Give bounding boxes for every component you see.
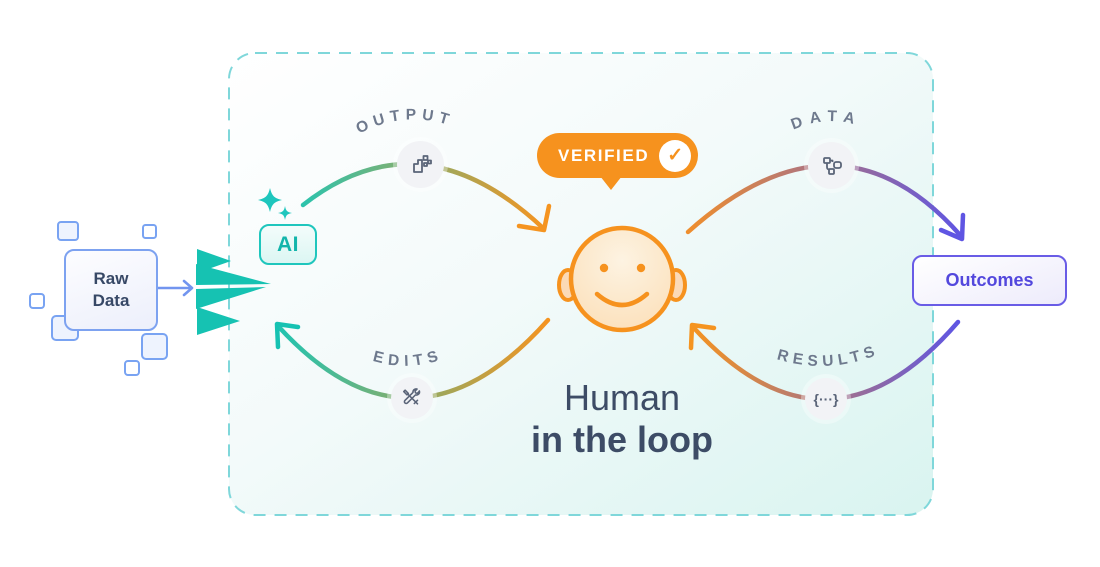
- raw-data-label-line1: Raw: [93, 268, 129, 288]
- code-braces-icon: {···}: [813, 391, 839, 407]
- ai-badge-label: AI: [277, 232, 299, 256]
- pixel-blocks-icon: [412, 154, 432, 173]
- edits-flow-label: EDITS: [371, 346, 445, 370]
- wrench-screwdriver-icon: [402, 388, 421, 405]
- deco-square: [29, 293, 45, 309]
- raw-data-arrow-icon: [156, 279, 194, 297]
- verified-label: VERIFIED: [558, 145, 650, 165]
- data-arrowhead-icon: [938, 212, 966, 242]
- title-line1: Human: [563, 377, 681, 418]
- output-arrowhead-icon: [516, 203, 552, 233]
- raw-data-node: Raw Data: [64, 249, 158, 331]
- deco-square: [142, 224, 157, 239]
- deco-square: [124, 360, 140, 376]
- verified-badge: VERIFIED ✓: [537, 133, 699, 190]
- diagram-title: Human in the loop: [502, 377, 742, 462]
- raw-data-label-line2: Data: [92, 291, 130, 310]
- edits-arrowhead-icon: [274, 321, 301, 350]
- title-line2: in the loop: [531, 419, 713, 461]
- check-circle-icon: ✓: [659, 139, 692, 172]
- badge-pointer: [600, 176, 622, 190]
- outcomes-node: Outcomes: [912, 255, 1067, 306]
- results-icon-circle: {···}: [805, 378, 847, 420]
- diagram-nodes-icon: [822, 156, 842, 175]
- ingest-triangles-icon: [196, 249, 271, 335]
- deco-square: [141, 333, 168, 360]
- deco-square: [57, 221, 79, 241]
- data-icon-circle: [808, 142, 855, 189]
- ai-badge: AI: [259, 224, 317, 265]
- output-icon-circle: [397, 141, 444, 188]
- edits-icon-circle: [391, 377, 433, 419]
- sparkles-icon: [258, 188, 292, 220]
- outcomes-label: Outcomes: [945, 270, 1034, 290]
- results-arrowhead-icon: [688, 322, 717, 351]
- human-face-icon: [557, 225, 687, 333]
